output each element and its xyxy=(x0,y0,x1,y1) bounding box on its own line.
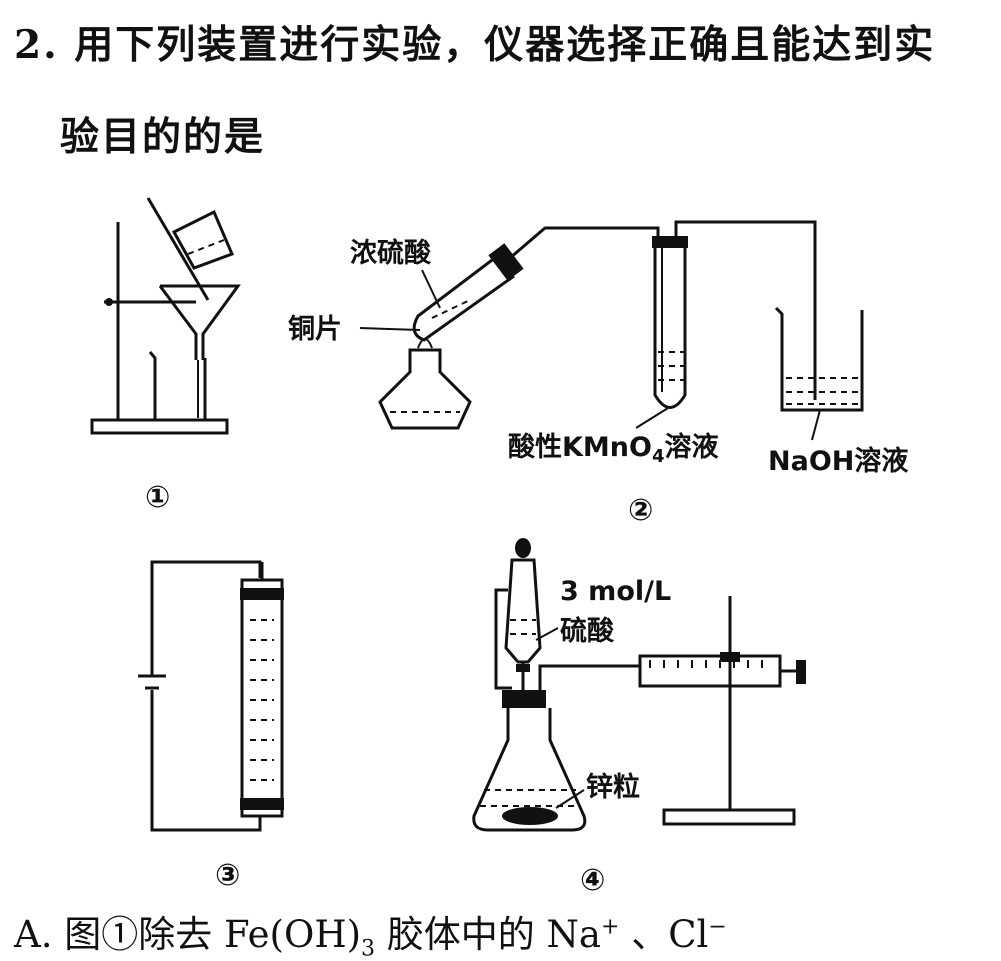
circuit-wire-bottom xyxy=(150,690,262,832)
delivery-tube-1 xyxy=(509,226,660,260)
flame xyxy=(417,338,433,349)
option-a: A. 图①除去 Fe(OH)3 胶体中的 Na+ 、Cl− xyxy=(14,913,727,961)
figure-4-zinc-sulfuric-acid: 3 mol/L 硫酸 锌粒 ④ xyxy=(472,538,806,898)
question-stem-line1: 2. 用下列装置进行实验，仪器选择正确且能达到实 xyxy=(14,22,936,68)
figure-number-4: ④ xyxy=(580,863,605,898)
zinc-granules xyxy=(502,807,558,825)
alcohol-lamp xyxy=(378,348,472,430)
figure-number-2: ② xyxy=(628,493,653,528)
label-sulfuric-acid: 硫酸 xyxy=(560,615,615,647)
flask-stopper xyxy=(502,690,546,708)
iron-stand-base-4 xyxy=(662,808,796,826)
kmno4-test-tube xyxy=(653,248,687,409)
delivery-tube-2 xyxy=(674,220,817,400)
clamp-screw-1 xyxy=(105,298,113,306)
figure-3-circuit: ③ xyxy=(138,560,284,893)
naoh-beaker xyxy=(774,306,864,412)
figure-1-filtration: ① xyxy=(90,197,241,515)
label-copper-sheet: 铜片 xyxy=(288,314,342,345)
figure-2-copper-sulfuric-acid: 浓硫酸 铜片 酸性KMnO4溶液 NaOH溶液 ② xyxy=(288,220,908,528)
figure-number-3: ③ xyxy=(215,858,240,893)
label-zinc-granules: 锌粒 xyxy=(586,772,640,803)
stopper-2b xyxy=(652,236,688,248)
funnel xyxy=(158,284,241,360)
pouring-beaker xyxy=(171,209,235,270)
funnel-stopper xyxy=(515,538,531,558)
label-kmno4-solution: 酸性KMnO4溶液 xyxy=(508,431,719,467)
separatory-funnel xyxy=(504,558,542,664)
apparatus-diagram: ① 浓硫酸 铜片 酸性KMnO4溶液 NaOH溶液 ② xyxy=(90,197,908,898)
label-concentration: 3 mol/L xyxy=(560,576,671,607)
gas-syringe xyxy=(638,654,782,688)
stopcock xyxy=(516,664,530,672)
figure-number-1: ① xyxy=(145,480,170,515)
label-conc-sulfuric-acid: 浓硫酸 xyxy=(350,237,432,269)
delivery-tube-4 xyxy=(538,664,640,700)
question-stem-line2: 验目的的是 xyxy=(60,114,266,160)
syringe-clamp xyxy=(720,652,740,662)
circuit-wire-top xyxy=(150,560,262,610)
iron-stand-base-1 xyxy=(90,418,229,435)
label-naoh-solution: NaOH溶液 xyxy=(768,445,908,477)
beaker-1 xyxy=(148,351,207,422)
glass-rod xyxy=(146,197,210,301)
stopper-2a xyxy=(488,243,524,281)
conical-flask xyxy=(472,708,587,832)
